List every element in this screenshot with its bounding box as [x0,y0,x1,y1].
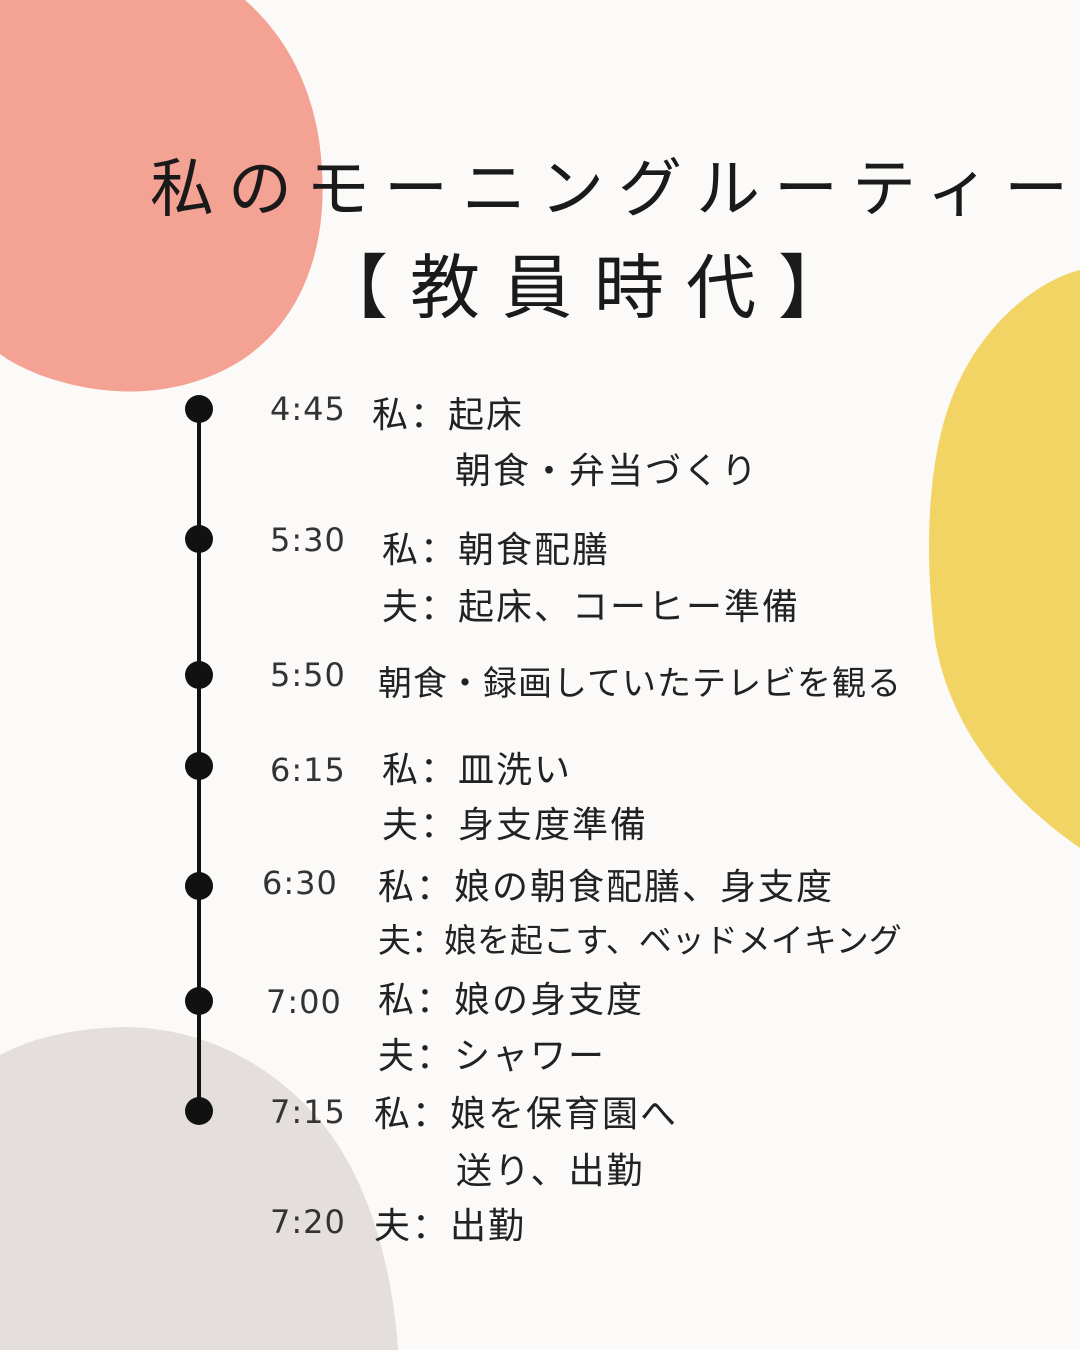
time-label: 6:30 [262,864,338,902]
time-label: 5:30 [270,521,346,559]
schedule-line: 夫：身支度準備 [382,805,649,846]
timeline-dot [185,987,213,1015]
coral-blob-decoration [0,0,323,392]
time-label: 7:20 [270,1203,346,1241]
schedule-line: 送り、出勤 [456,1151,645,1192]
schedule-line: 私：起床 [372,395,525,436]
timeline-dot [185,525,213,553]
schedule-line: 夫：起床、コーヒー準備 [382,587,801,628]
time-label: 7:00 [266,983,342,1021]
time-label: 7:15 [270,1093,346,1131]
schedule-line: 私：娘を保育園へ [374,1094,679,1135]
time-label: 4:45 [270,390,346,428]
time-label: 5:50 [270,656,346,694]
timeline-dot [185,395,213,423]
schedule-line: 夫：娘を起こす、ベッドメイキング [378,921,902,960]
schedule-line: 夫：シャワー [378,1036,607,1077]
schedule-line: 私：皿洗い [382,750,573,791]
schedule-line: 私：娘の身支度 [378,980,645,1021]
timeline-dot [185,752,213,780]
time-label: 6:15 [270,751,346,789]
timeline-dot [185,661,213,689]
timeline-dot [185,872,213,900]
schedule-line: 私：朝食配膳 [382,530,611,571]
timeline-dot [185,1097,213,1125]
page-title: 私のモーニングルーティーン [150,153,1080,227]
schedule-line: 朝食・弁当づくり [455,451,760,492]
schedule-line: 私：娘の朝食配膳、身支度 [378,867,835,908]
schedule-line: 夫：出勤 [374,1206,527,1247]
schedule-line: 朝食・録画していたテレビを観る [378,664,902,704]
page-subtitle: 【教員時代】 [318,247,870,329]
